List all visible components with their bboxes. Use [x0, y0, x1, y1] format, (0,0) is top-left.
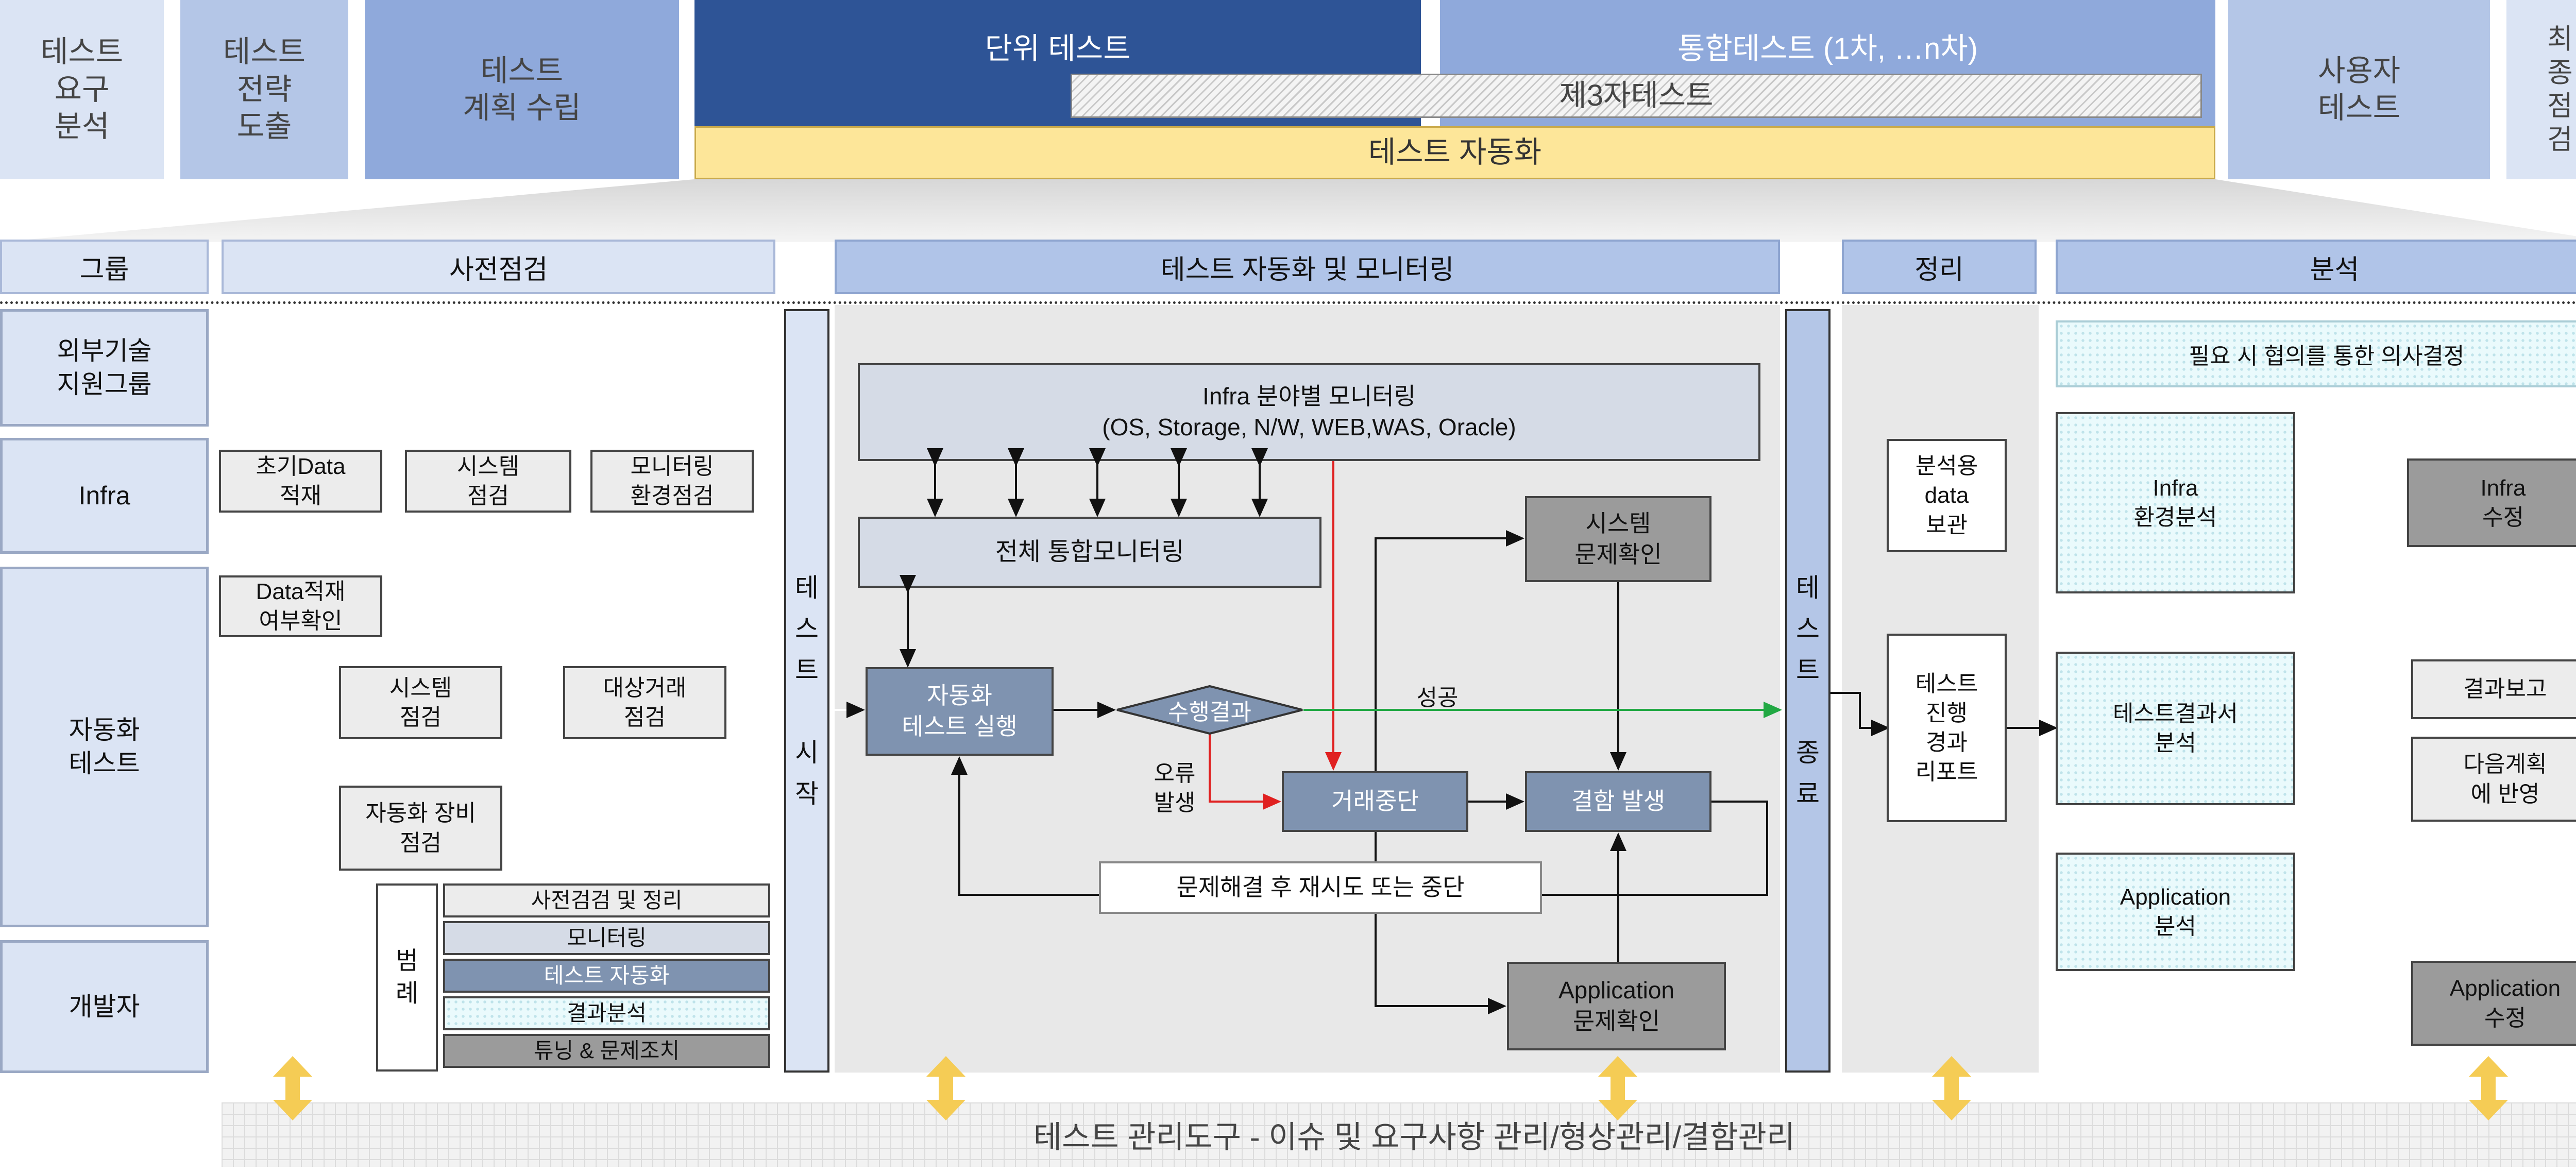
phase-strategy: 테스트 전략 도출 [180, 0, 348, 179]
result-diamond [1116, 685, 1303, 735]
decision-by-consultation: 필요 시 협의를 통한 의사결정 [2056, 320, 2576, 387]
test-management-tool-bar: 테스트 관리도구 - 이슈 및 요구사항 관리/형상관리/결함관리 [222, 1102, 2576, 1167]
test-end-bar: 테 스 트 종 료 [1785, 309, 1831, 1073]
phase-final-check: 최 종 점 검 [2506, 0, 2576, 179]
application-analysis: Application 분석 [2056, 853, 2295, 971]
legend-title: 범 례 [376, 883, 438, 1072]
precheck-automation-equipment: 자동화 장비 점검 [339, 786, 502, 871]
group-infra: Infra [0, 438, 209, 554]
success-label: 성공 [1416, 685, 1459, 710]
double-arrow-icon [273, 1056, 312, 1120]
phase-third-party-test: 제3자테스트 [1071, 74, 2202, 118]
header-group: 그룹 [0, 240, 209, 294]
legend-item-tuning: 튜닝 & 문제조치 [443, 1034, 770, 1068]
double-arrow-icon [926, 1056, 965, 1120]
analysis-data-store: 분석용 data 보관 [1887, 439, 2007, 552]
header-precheck: 사전점검 [222, 240, 775, 294]
retry-or-stop: 문제해결 후 재시도 또는 중단 [1099, 861, 1542, 914]
precheck-initial-data: 초기Data 적재 [219, 450, 382, 513]
infra-monitoring: Infra 분야별 모니터링 (OS, Storage, N/W, WEB,WA… [858, 363, 1760, 461]
integrated-monitoring: 전체 통합모니터링 [858, 517, 1321, 588]
infra-env-analysis: Infra 환경분석 [2056, 412, 2295, 593]
test-progress-report: 테스트 진행 경과 리포트 [1887, 634, 2007, 822]
header-automation-monitoring: 테스트 자동화 및 모니터링 [835, 240, 1780, 294]
precheck-target-transaction: 대상거래 점검 [563, 666, 726, 739]
application-issue-check: Application 문제확인 [1507, 962, 1726, 1050]
header-cleanup: 정리 [1842, 240, 2037, 294]
phase-plan: 테스트 계획 수립 [365, 0, 679, 179]
header-divider [0, 301, 2576, 304]
application-fix: Application 수정 [2411, 961, 2576, 1046]
phase-integration-test: 통합테스트 (1차, …n차) [1677, 31, 1978, 65]
group-developer: 개발자 [0, 940, 209, 1073]
phase-requirement-analysis: 테스트 요구 분석 [0, 0, 164, 179]
phase-unit-test: 단위 테스트 [985, 31, 1131, 65]
precheck-system-check-infra: 시스템 점검 [405, 450, 571, 513]
phase-test-automation: 테스트 자동화 [694, 126, 2215, 179]
result-label: 수행결과 [1168, 700, 1251, 725]
legend-item-precheck: 사전검검 및 정리 [443, 883, 770, 917]
legend-item-analysis: 결과분석 [443, 996, 770, 1030]
next-plan-reflect: 다음계획 에 반영 [2411, 737, 2576, 822]
result-report: 결과보고 [2411, 659, 2576, 719]
group-automation-test: 자동화 테스트 [0, 567, 209, 927]
header-analysis: 분석 [2056, 240, 2576, 294]
legend-item-monitoring: 모니터링 [443, 921, 770, 955]
test-start-bar: 테 스 트 시 작 [784, 309, 829, 1073]
transaction-stop: 거래중단 [1282, 771, 1468, 832]
double-arrow-icon [2469, 1056, 2508, 1120]
automation-test-run: 자동화 테스트 실행 [866, 667, 1054, 756]
error-label: 오류 발생 [1154, 760, 1196, 815]
phase-user-test: 사용자 테스트 [2228, 0, 2490, 179]
precheck-system-check: 시스템 점검 [339, 666, 502, 739]
double-arrow-icon [1598, 1056, 1637, 1120]
system-issue-check: 시스템 문제확인 [1525, 496, 1711, 582]
group-external-support: 외부기술 지원그룹 [0, 309, 209, 427]
double-arrow-icon [1932, 1056, 1971, 1120]
precheck-monitoring-env: 모니터링 환경점검 [590, 450, 754, 513]
precheck-data-confirm: Data적재 여부확인 [219, 575, 382, 637]
legend-item-automation: 테스트 자동화 [443, 959, 770, 993]
defect-occurrence: 결함 발생 [1525, 771, 1711, 832]
result-document-analysis: 테스트결과서 분석 [2056, 652, 2295, 805]
infra-fix: Infra 수정 [2407, 458, 2576, 547]
